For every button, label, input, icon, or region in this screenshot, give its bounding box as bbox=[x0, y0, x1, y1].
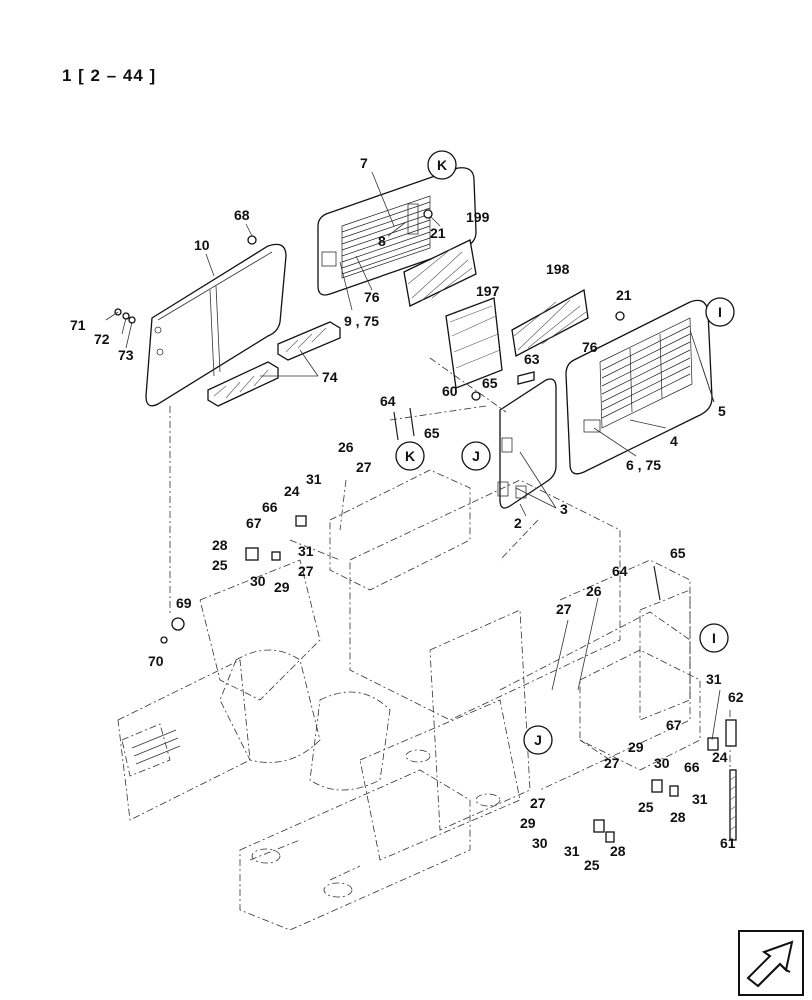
callout-9-75: 9 , 75 bbox=[344, 313, 379, 329]
callout-25-b: 25 bbox=[638, 799, 654, 815]
callout-25-c: 25 bbox=[584, 857, 600, 873]
callout-67-a: 67 bbox=[246, 515, 262, 531]
next-page-button[interactable] bbox=[738, 930, 804, 996]
callout-197: 197 bbox=[476, 283, 500, 299]
callout-73: 73 bbox=[118, 347, 134, 363]
marker-k-top: K bbox=[437, 157, 447, 173]
leader-lines bbox=[289, 357, 731, 800]
callout-30-a: 30 bbox=[250, 573, 266, 589]
part-2-panel bbox=[497, 378, 557, 509]
callout-8: 8 bbox=[378, 233, 386, 249]
callout-72: 72 bbox=[94, 331, 110, 347]
callout-21-top: 21 bbox=[430, 225, 446, 241]
callout-6-75: 6 , 75 bbox=[626, 457, 661, 473]
callout-31-d: 31 bbox=[692, 791, 708, 807]
marker-i-mid: I bbox=[712, 630, 716, 646]
callout-64-b: 64 bbox=[612, 563, 628, 579]
part-199-pad bbox=[403, 239, 477, 307]
part-4-right-door bbox=[565, 299, 713, 475]
callout-2: 2 bbox=[514, 515, 522, 531]
callout-29-b: 29 bbox=[628, 739, 644, 755]
callout-76-top: 76 bbox=[364, 289, 380, 305]
callout-leaders bbox=[105, 171, 721, 741]
page-reference: 1 [ 2 – 44 ] bbox=[62, 66, 157, 85]
callout-31-a: 31 bbox=[306, 471, 322, 487]
callout-198: 198 bbox=[546, 261, 570, 277]
callout-31-b: 31 bbox=[298, 543, 314, 559]
section-markers: K I J K I J bbox=[395, 150, 735, 755]
marker-i-top: I bbox=[718, 304, 722, 320]
callout-27-c: 27 bbox=[556, 601, 572, 617]
callout-69: 69 bbox=[176, 595, 192, 611]
callout-74: 74 bbox=[322, 369, 338, 385]
marker-k-mid: K bbox=[405, 448, 415, 464]
callout-27-e: 27 bbox=[530, 795, 546, 811]
callout-76-right: 76 bbox=[582, 339, 598, 355]
callout-4: 4 bbox=[670, 433, 678, 449]
callout-25-a: 25 bbox=[212, 557, 228, 573]
callout-63: 63 bbox=[524, 351, 540, 367]
callout-62: 62 bbox=[728, 689, 744, 705]
callout-61: 61 bbox=[720, 835, 736, 851]
callout-30-b: 30 bbox=[654, 755, 670, 771]
callout-5: 5 bbox=[718, 403, 726, 419]
callout-65-a: 65 bbox=[482, 375, 498, 391]
callout-3: 3 bbox=[560, 501, 568, 517]
part-74-foam bbox=[207, 321, 341, 407]
callout-labels: 7 68 21 199 10 8 76 198 21 71 72 73 9 , … bbox=[70, 155, 744, 873]
callout-65-b: 65 bbox=[424, 425, 440, 441]
callout-26-a: 26 bbox=[338, 439, 354, 455]
callout-26-b: 26 bbox=[586, 583, 602, 599]
callout-28-c: 28 bbox=[610, 843, 626, 859]
part-197-pad bbox=[445, 297, 503, 389]
callout-31-c: 31 bbox=[706, 671, 722, 687]
callout-60: 60 bbox=[442, 383, 458, 399]
callout-66-b: 66 bbox=[684, 759, 700, 775]
callout-64-a: 64 bbox=[380, 393, 396, 409]
next-page-arrow-icon bbox=[746, 940, 794, 988]
callout-30-c: 30 bbox=[532, 835, 548, 851]
callout-29-a: 29 bbox=[274, 579, 290, 595]
callout-29-c: 29 bbox=[520, 815, 536, 831]
callout-66-a: 66 bbox=[262, 499, 278, 515]
callout-27-a: 27 bbox=[356, 459, 372, 475]
callout-27-b: 27 bbox=[298, 563, 314, 579]
marker-j-mid: J bbox=[534, 732, 542, 748]
callout-24-b: 24 bbox=[712, 749, 728, 765]
callout-28-a: 28 bbox=[212, 537, 228, 553]
callout-68: 68 bbox=[234, 207, 250, 223]
callout-70: 70 bbox=[148, 653, 164, 669]
callout-31-e: 31 bbox=[564, 843, 580, 859]
callout-10: 10 bbox=[194, 237, 210, 253]
callout-65-c: 65 bbox=[670, 545, 686, 561]
part-10-side-panel bbox=[145, 243, 287, 615]
marker-j-top: J bbox=[472, 448, 480, 464]
machine-frame bbox=[117, 469, 701, 931]
callout-67-b: 67 bbox=[666, 717, 682, 733]
callout-199: 199 bbox=[466, 209, 490, 225]
part-198-pad bbox=[511, 288, 589, 358]
callout-21-right: 21 bbox=[616, 287, 632, 303]
callout-24-a: 24 bbox=[284, 483, 300, 499]
callout-27-d: 27 bbox=[604, 755, 620, 771]
callout-71: 71 bbox=[70, 317, 86, 333]
callout-28-b: 28 bbox=[670, 809, 686, 825]
callout-7: 7 bbox=[360, 155, 368, 171]
